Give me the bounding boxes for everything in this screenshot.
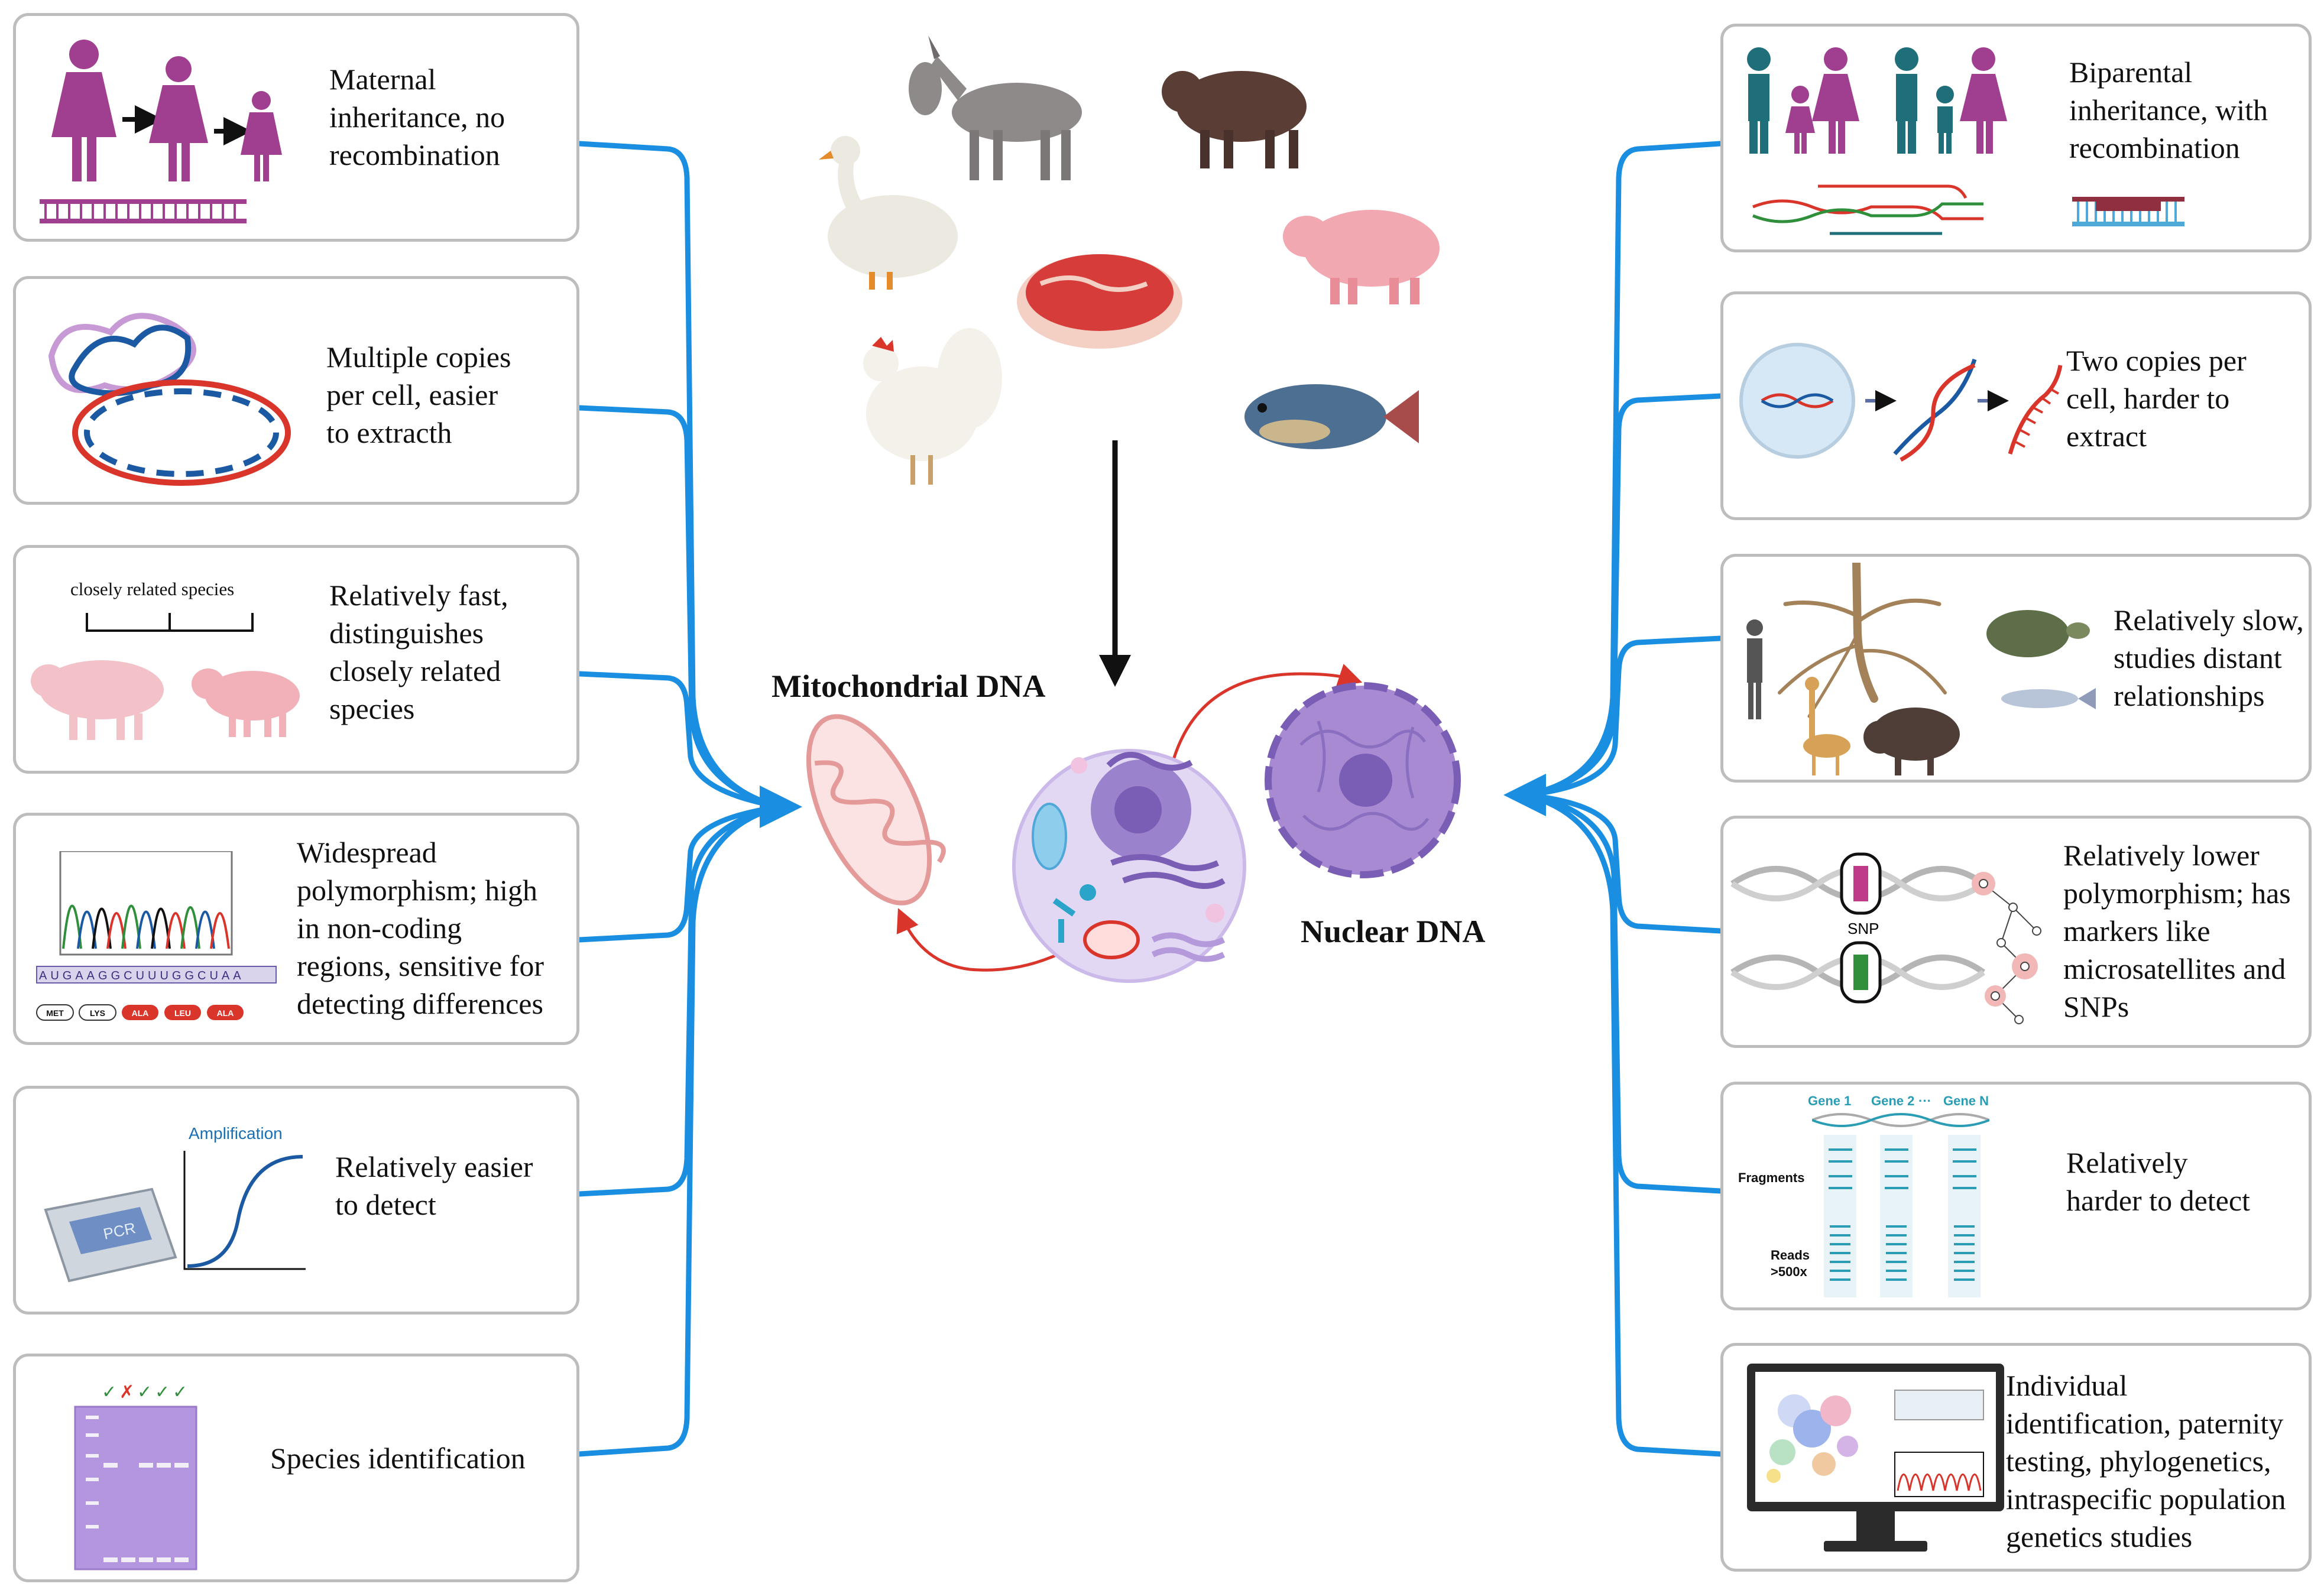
meat-icon <box>1017 254 1182 349</box>
tree-root-icon <box>1778 563 1947 718</box>
network-icon <box>1972 872 2041 1024</box>
svg-text:MET: MET <box>46 1008 64 1018</box>
svg-text:LEU: LEU <box>174 1008 191 1018</box>
cross-icon: ✗ <box>119 1382 134 1403</box>
gene-ellipsis-label: ··· <box>1918 1093 1931 1108</box>
bison-icon <box>1863 708 1960 775</box>
family-icon <box>1747 47 2007 154</box>
panel-text: Individual identification, paternity tes… <box>2006 1369 2286 1553</box>
panel-harder: Gene 1 Gene 2 ··· Gene N Fragments Reads… <box>1720 1082 2312 1310</box>
pig-comparison-icons <box>31 613 300 740</box>
woman-icon <box>51 40 116 181</box>
panel-lower-poly: SNP Relatively lower polymorphism; has m… <box>1720 816 2312 1048</box>
panel-slow: Relatively slow, studies distant relatio… <box>1720 554 2312 783</box>
panel-text: Relatively easier to detect <box>335 1150 533 1221</box>
panel-easier: PCR Amplification Relatively easier to d… <box>13 1086 579 1315</box>
panel-polymorphism: AUGAAGGCUUUGGCUAA MET LYS ALA LEU ALA Wi… <box>13 813 579 1045</box>
goose-icon <box>819 136 958 290</box>
distant-species-icons <box>1746 563 2096 775</box>
girl-icon <box>241 91 282 181</box>
chromatogram-icon: AUGAAGGCUUUGGCUAA MET LYS ALA LEU ALA <box>36 851 277 1021</box>
mitochondrion-icon <box>806 714 946 906</box>
woman-icon <box>149 56 208 181</box>
amplification-curve-icon <box>183 1151 306 1270</box>
cow-icon <box>1162 71 1307 168</box>
closely-related-label: closely related species <box>70 579 235 599</box>
panel-maternal: Maternal inheritance, no recombination <box>13 13 579 242</box>
panel-text: Two copies per cell, harder to extract <box>2066 344 2247 453</box>
red-arrow-to-nucleus <box>1172 664 1363 760</box>
pcr-icons: PCR Amplification <box>44 1124 306 1283</box>
chicken-icon <box>863 328 1002 485</box>
svg-text:Amplification: Amplification <box>189 1124 283 1143</box>
panel-text: Species identification <box>270 1442 526 1475</box>
gene-n-label: Gene N <box>1943 1093 1989 1108</box>
nucleus-icon <box>1265 682 1461 878</box>
panel-text: Biparental inheritance, with recombinati… <box>2069 56 2268 164</box>
pig-icon <box>31 660 164 740</box>
donkey-icon <box>909 35 1082 180</box>
svg-text:SNP: SNP <box>1847 920 1879 937</box>
right-connectors <box>1503 141 1723 1457</box>
pig-icon <box>1283 210 1440 304</box>
panel-text: Widespread polymorphism; high in non-cod… <box>297 836 544 1020</box>
nucleus-dish-icon <box>1739 343 1855 459</box>
check-icon: ✓ <box>155 1382 170 1403</box>
dna-ladder-icon <box>40 199 247 223</box>
gel-icon: ✓ ✗ ✓ ✓ ✓ <box>74 1382 197 1570</box>
biparental-icons <box>1747 47 2007 235</box>
check-icon: ✓ <box>102 1382 116 1403</box>
maternal-icons <box>40 40 282 223</box>
fish-icon <box>1244 384 1419 449</box>
panel-fast: closely related species Relatively fast,… <box>13 545 579 774</box>
animal-cell-icon <box>1012 749 1246 983</box>
check-icon: ✓ <box>173 1382 187 1403</box>
svg-text:ALA: ALA <box>132 1008 149 1018</box>
panel-copies: Multiple copies per cell, easier to extr… <box>13 276 579 505</box>
pcr-machine-icon: PCR <box>44 1187 177 1283</box>
panel-species: ✓ ✗ ✓ ✓ ✓ Species identification <box>13 1354 579 1582</box>
recombination-icon <box>1752 184 1983 235</box>
circular-dna-icon <box>72 379 291 486</box>
dna-helix-icon <box>1893 358 1977 462</box>
reads-label: Reads >500x <box>1771 1248 1810 1279</box>
dna-ladder-icon <box>2072 197 2184 226</box>
panel-text: Maternal inheritance, no recombination <box>329 63 505 171</box>
panel-text: Relatively lower polymorphism; has marke… <box>2063 839 2291 1023</box>
turtle-icon <box>1986 610 2090 657</box>
snp-icons: SNP <box>1730 852 2041 1024</box>
human-icon <box>1746 619 1763 719</box>
check-icon: ✓ <box>137 1382 152 1403</box>
svg-text:AUGAAGGCUUUGGCUAA: AUGAAGGCUUUGGCUAA <box>39 969 245 982</box>
fish-icon <box>2001 688 2096 709</box>
panel-individual: Individual identification, paternity tes… <box>1720 1343 2312 1572</box>
panel-text: Relatively fast, distinguishes closely r… <box>329 579 508 725</box>
left-connectors <box>576 141 802 1457</box>
plasmid-icon <box>48 313 196 397</box>
gene-1-label: Gene 1 <box>1808 1093 1852 1108</box>
svg-text:ALA: ALA <box>217 1008 234 1018</box>
panel-text: Multiple copies per cell, easier to extr… <box>326 340 511 449</box>
tsne-plot-icon <box>1767 1394 1858 1483</box>
monitor-icon <box>1747 1364 2004 1552</box>
mito-label: Mitochondrial DNA <box>772 668 1046 704</box>
panel-text: Relatively harder to detect <box>2066 1146 2250 1217</box>
sequencing-icon <box>1812 1113 1989 1297</box>
single-strand-icon <box>2008 365 2063 455</box>
piglet-icon <box>192 668 300 737</box>
svg-text:LYS: LYS <box>90 1008 105 1018</box>
giraffe-icon <box>1803 677 1850 775</box>
fragments-label: Fragments <box>1738 1170 1805 1185</box>
circular-dna-icons <box>48 313 291 486</box>
panel-biparental: Biparental inheritance, with recombinati… <box>1720 24 2312 252</box>
panel-two-copies: Two copies per cell, harder to extract <box>1720 291 2312 520</box>
nuclear-label: Nuclear DNA <box>1301 914 1486 949</box>
gene-2-label: Gene 2 <box>1871 1093 1915 1108</box>
two-copies-icons <box>1739 343 2063 462</box>
panel-text: Relatively slow, studies distant relatio… <box>2114 603 2304 712</box>
